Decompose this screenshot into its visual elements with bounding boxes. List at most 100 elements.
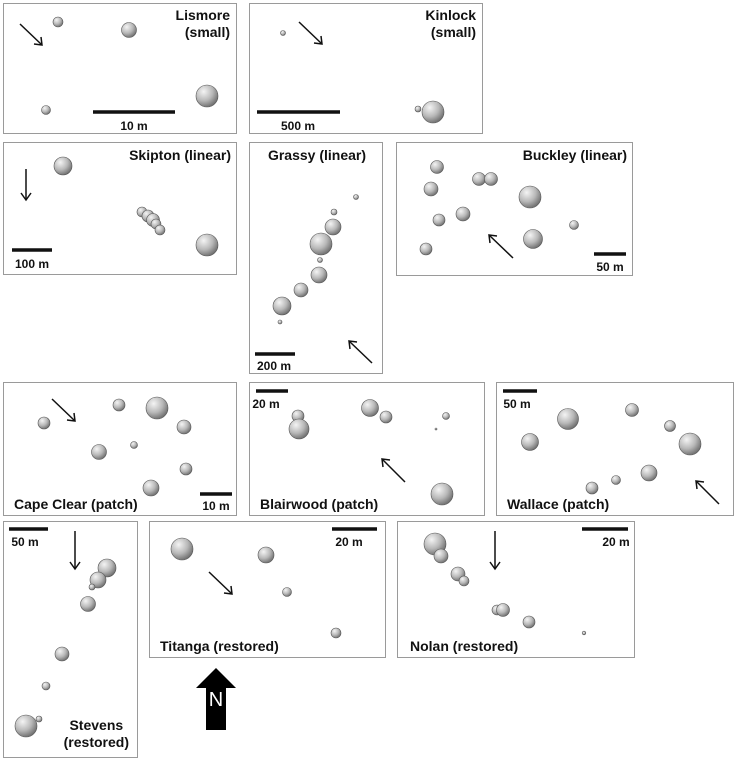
tree <box>52 16 64 28</box>
scale-label: 20 m <box>252 397 279 411</box>
tree <box>557 408 579 430</box>
tree <box>195 84 219 108</box>
panel-cape-clear: Cape Clear (patch) 10 m <box>3 382 237 516</box>
scale-label: 50 m <box>503 397 530 411</box>
panel-title: Cape Clear (patch) <box>14 496 138 513</box>
map-area: 10 m <box>19 16 219 133</box>
tree <box>640 464 658 482</box>
panel-title: Lismore (small) <box>176 7 230 41</box>
panel-title: Wallace (patch) <box>507 496 609 513</box>
map-area: 20 m <box>423 527 630 636</box>
tree <box>80 596 96 612</box>
tree <box>53 156 73 176</box>
direction-arrow <box>69 531 81 571</box>
map-area: 200 m <box>255 194 373 373</box>
north-label: N <box>208 689 224 711</box>
panel-title: Nolan (restored) <box>410 638 518 655</box>
direction-arrow <box>695 480 720 505</box>
tree <box>484 172 498 186</box>
scale-label: 50 m <box>596 260 623 274</box>
panel-nolan: Nolan (restored) 20 m <box>397 521 635 658</box>
scale-label: 10 m <box>120 119 147 133</box>
direction-arrow <box>19 23 43 46</box>
scale-label: 50 m <box>11 535 38 549</box>
panel-title: Skipton (linear) <box>129 147 231 164</box>
map-area: 50 m <box>9 527 117 738</box>
title-line: (restored) <box>63 734 129 750</box>
map-area: 500 m <box>257 21 445 133</box>
panel-kinlock: Kinlock (small) 500 m <box>249 3 483 134</box>
scale-label: 20 m <box>602 535 629 549</box>
tree <box>455 206 471 222</box>
tree <box>361 399 379 417</box>
tree <box>280 30 286 36</box>
tree <box>317 257 323 263</box>
tree <box>324 218 342 236</box>
direction-arrow <box>348 340 373 364</box>
direction-arrow <box>208 571 233 595</box>
title-line: Cape Clear (patch) <box>14 496 138 512</box>
tree <box>112 398 126 412</box>
tree <box>14 714 38 738</box>
tree <box>293 282 309 298</box>
tree <box>434 427 438 431</box>
tree <box>421 100 445 124</box>
tree <box>496 603 510 617</box>
title-line: Lismore <box>175 7 230 23</box>
tree <box>432 213 446 227</box>
tree <box>472 172 486 186</box>
panel-skipton: Skipton (linear) 100 m <box>3 142 237 275</box>
tree <box>414 105 422 113</box>
tree <box>288 418 310 440</box>
map-area: 20 m <box>170 527 377 639</box>
tree <box>585 481 599 495</box>
tree <box>430 160 444 174</box>
tree <box>379 410 393 424</box>
scale-label: 10 m <box>202 499 229 513</box>
title-line: Wallace (patch) <box>507 496 610 512</box>
tree <box>91 444 107 460</box>
title-line: Stevens <box>69 717 124 733</box>
tree <box>179 462 193 476</box>
panel-title: Titanga (restored) <box>160 638 279 655</box>
scale-label: 200 m <box>257 359 291 373</box>
title-line: (small) <box>184 24 230 40</box>
tree <box>330 208 338 216</box>
tree <box>522 615 536 629</box>
scale-label: 100 m <box>15 257 49 271</box>
panel-title: Buckley (linear) <box>523 147 627 164</box>
tree <box>154 224 166 236</box>
tree <box>176 419 192 435</box>
tree <box>581 630 587 636</box>
tree <box>419 242 433 256</box>
title-line: Kinlock <box>425 7 476 23</box>
map-area: 20 m <box>252 389 454 506</box>
tree <box>282 587 292 597</box>
tree <box>678 432 702 456</box>
title-line: Titanga (restored) <box>160 638 279 654</box>
tree <box>145 396 169 420</box>
tree <box>89 571 107 589</box>
direction-arrow <box>20 169 32 202</box>
title-line: (small) <box>430 24 476 40</box>
tree <box>442 412 450 420</box>
tree <box>97 558 117 578</box>
panel-blairwood: Blairwood (patch) 20 m <box>249 382 485 516</box>
title-line: Skipton (linear) <box>129 147 231 163</box>
tree <box>423 181 439 197</box>
tree <box>518 185 542 209</box>
tree <box>521 433 539 451</box>
tree <box>54 646 70 662</box>
panel-lismore: Lismore (small) 10 m <box>3 3 237 134</box>
tree <box>130 441 138 449</box>
tree <box>170 537 194 561</box>
tree <box>195 233 219 257</box>
title-line: Grassy (linear) <box>267 147 367 163</box>
panel-grassy: Grassy (linear) 200 m <box>249 142 383 374</box>
panel-titanga: Titanga (restored) 20 m <box>149 521 386 658</box>
scale-label: 500 m <box>281 119 315 133</box>
direction-arrow <box>298 21 323 45</box>
title-line: Buckley (linear) <box>522 147 627 163</box>
map-area: 10 m <box>37 396 232 513</box>
tree <box>433 548 449 564</box>
